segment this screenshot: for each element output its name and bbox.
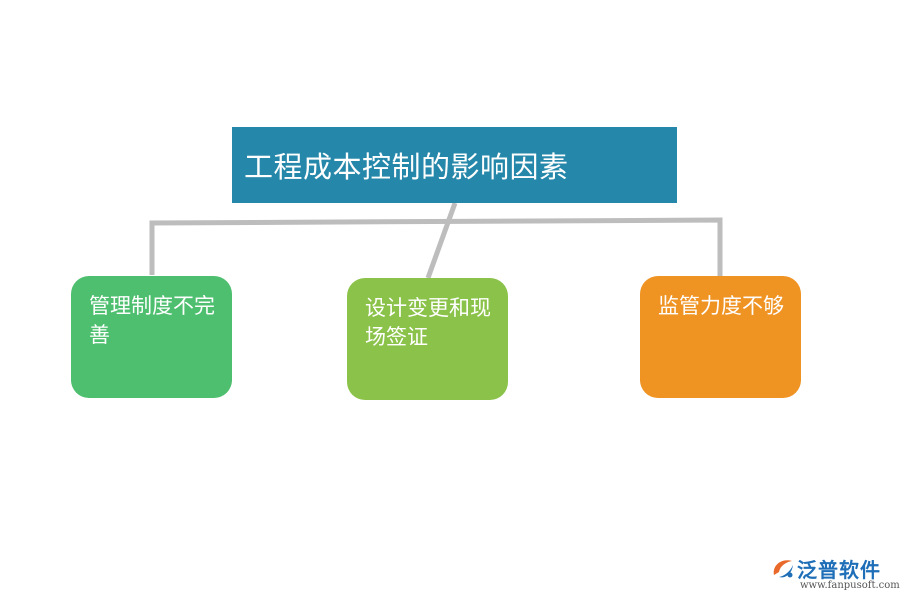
factor-node-management: 管理制度不完善 [71,276,232,398]
factor-node-supervision: 监管力度不够 [640,276,801,398]
factor-node-design-change: 设计变更和现场签证 [347,278,508,400]
diagram-title-text: 工程成本控制的影响因素 [244,150,569,184]
brand-name: 泛普软件 [797,558,881,582]
connector-horizontal [149,217,723,277]
diagram-title: 工程成本控制的影响因素 [232,127,677,203]
fanpu-logo-icon [773,560,793,578]
brand-watermark: 泛普软件 www.fanpusoft.com [770,553,900,593]
connector-title-to-center [425,202,458,279]
factor-node-label: 监管力度不够 [658,294,784,318]
brand-url: www.fanpusoft.com [800,580,900,591]
factor-node-label: 管理制度不完善 [89,294,215,347]
factor-node-label: 设计变更和现场签证 [365,296,491,349]
